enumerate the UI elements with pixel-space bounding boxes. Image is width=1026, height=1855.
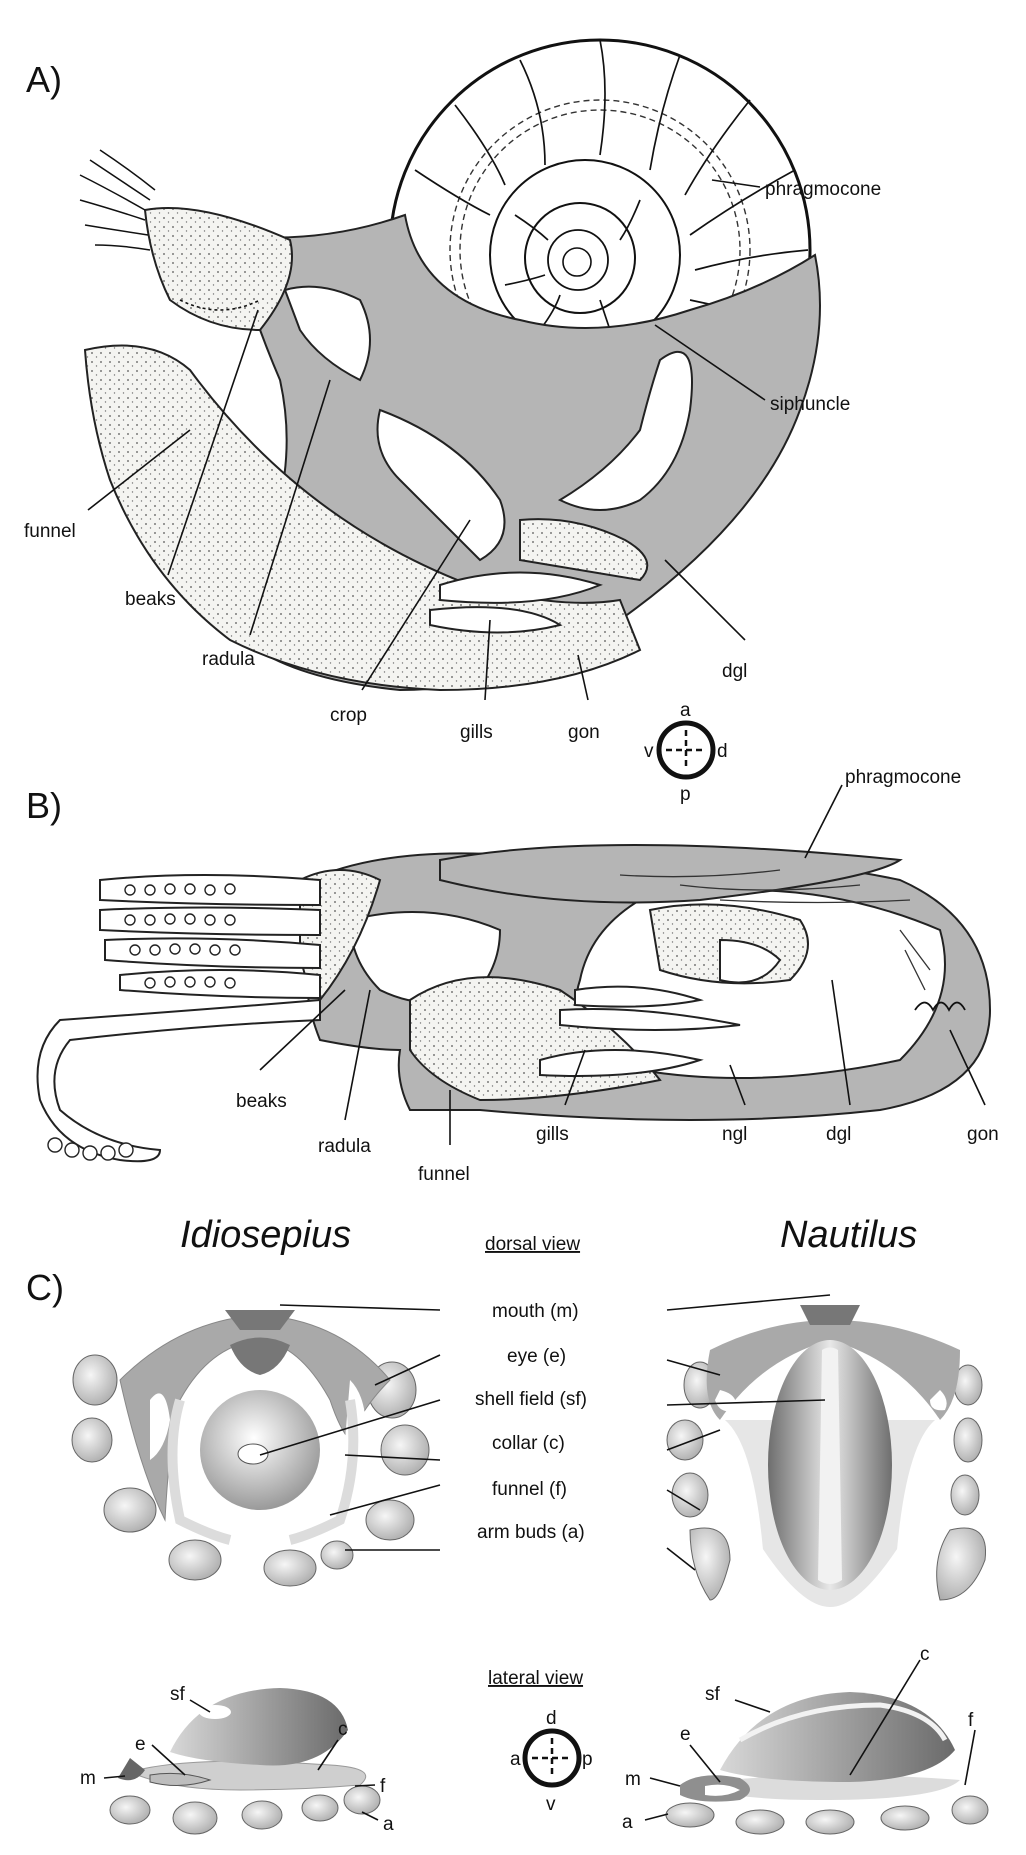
heading-lateral-view: lateral view bbox=[488, 1668, 583, 1689]
compass-c-bottom: v bbox=[546, 1794, 556, 1815]
lat-right-e: e bbox=[680, 1724, 691, 1745]
panel-a-orientation-compass: a p v d bbox=[644, 700, 728, 805]
label-a-crop: crop bbox=[330, 705, 367, 726]
panel-b-body bbox=[299, 844, 992, 1121]
lat-right-sf: sf bbox=[705, 1684, 721, 1705]
nautilus-dorsal-leaders bbox=[666, 1294, 831, 1571]
label-b-gon: gon bbox=[967, 1124, 999, 1145]
panel-a: A) bbox=[24, 38, 881, 805]
label-b-phragmocone: phragmocone bbox=[845, 767, 961, 788]
lat-left-m: m bbox=[80, 1768, 96, 1789]
lat-right-f: f bbox=[968, 1710, 974, 1731]
dorsal-label-collar: collar (c) bbox=[492, 1433, 565, 1454]
panel-a-body bbox=[83, 213, 821, 692]
panel-b-annotations: phragmocone beaks radula funnel gills ng… bbox=[236, 767, 999, 1185]
label-a-gon: gon bbox=[568, 722, 600, 743]
label-a-gills: gills bbox=[460, 722, 493, 743]
label-b-gills: gills bbox=[536, 1124, 569, 1145]
compass-c-top: d bbox=[546, 1708, 557, 1729]
label-b-radula: radula bbox=[318, 1136, 371, 1157]
label-b-ngl: ngl bbox=[722, 1124, 747, 1145]
dorsal-label-list: mouth (m) eye (e) shell field (sf) colla… bbox=[475, 1301, 587, 1543]
lat-right-c: c bbox=[920, 1644, 930, 1665]
compass-a-top: a bbox=[680, 700, 691, 721]
lat-left-f: f bbox=[380, 1776, 386, 1797]
compass-c-right: p bbox=[582, 1749, 593, 1770]
label-a-dgl: dgl bbox=[722, 661, 747, 682]
lat-right-m: m bbox=[625, 1769, 641, 1790]
dorsal-label-arm-buds: arm buds (a) bbox=[477, 1522, 585, 1543]
compass-c-left: a bbox=[510, 1749, 521, 1770]
panel-c: C) Idiosepius Nautilus dorsal view later… bbox=[26, 1214, 989, 1835]
title-idiosepius: Idiosepius bbox=[180, 1214, 351, 1256]
idiosepius-lateral-embryo bbox=[109, 1688, 381, 1835]
nautilus-lateral-embryo bbox=[665, 1692, 989, 1835]
lat-right-a: a bbox=[622, 1812, 633, 1833]
panel-a-annotations: phragmocone siphuncle funnel beaks radul… bbox=[24, 179, 881, 743]
dorsal-label-eye: eye (e) bbox=[507, 1346, 566, 1367]
lat-left-c: c bbox=[338, 1719, 348, 1740]
panel-b-label: B) bbox=[26, 785, 62, 826]
lat-left-a: a bbox=[383, 1814, 394, 1835]
lat-left-e: e bbox=[135, 1734, 146, 1755]
dorsal-label-funnel: funnel (f) bbox=[492, 1479, 567, 1500]
compass-a-left: v bbox=[644, 741, 654, 762]
heading-dorsal-view: dorsal view bbox=[485, 1234, 580, 1255]
idiosepius-lateral-annotations: sf c e m f a bbox=[80, 1684, 394, 1835]
label-a-radula: radula bbox=[202, 649, 255, 670]
idiosepius-dorsal-leaders bbox=[259, 1304, 441, 1551]
compass-a-bottom: p bbox=[680, 784, 691, 805]
label-b-dgl: dgl bbox=[826, 1124, 851, 1145]
label-a-beaks: beaks bbox=[125, 589, 176, 610]
lat-left-sf: sf bbox=[170, 1684, 186, 1705]
panel-a-label: A) bbox=[26, 59, 62, 100]
panel-a-arms bbox=[79, 149, 293, 332]
label-a-siphuncle: siphuncle bbox=[770, 394, 850, 415]
panel-c-label: C) bbox=[26, 1267, 64, 1308]
label-b-beaks: beaks bbox=[236, 1091, 287, 1112]
label-b-funnel: funnel bbox=[418, 1164, 470, 1185]
idiosepius-dorsal-embryo bbox=[71, 1310, 430, 1587]
title-nautilus: Nautilus bbox=[780, 1214, 917, 1256]
nautilus-lateral-annotations: sf c e m f a bbox=[622, 1644, 976, 1833]
nautilus-dorsal-embryo bbox=[666, 1305, 987, 1614]
label-a-phragmocone: phragmocone bbox=[765, 179, 881, 200]
panel-b-arms bbox=[36, 874, 321, 1163]
dorsal-label-mouth: mouth (m) bbox=[492, 1301, 579, 1322]
panel-c-orientation-compass: d v a p bbox=[510, 1708, 593, 1815]
label-a-funnel: funnel bbox=[24, 521, 76, 542]
panel-b: B) bbox=[26, 767, 999, 1185]
dorsal-label-shell-field: shell field (sf) bbox=[475, 1389, 587, 1410]
compass-a-right: d bbox=[717, 741, 728, 762]
